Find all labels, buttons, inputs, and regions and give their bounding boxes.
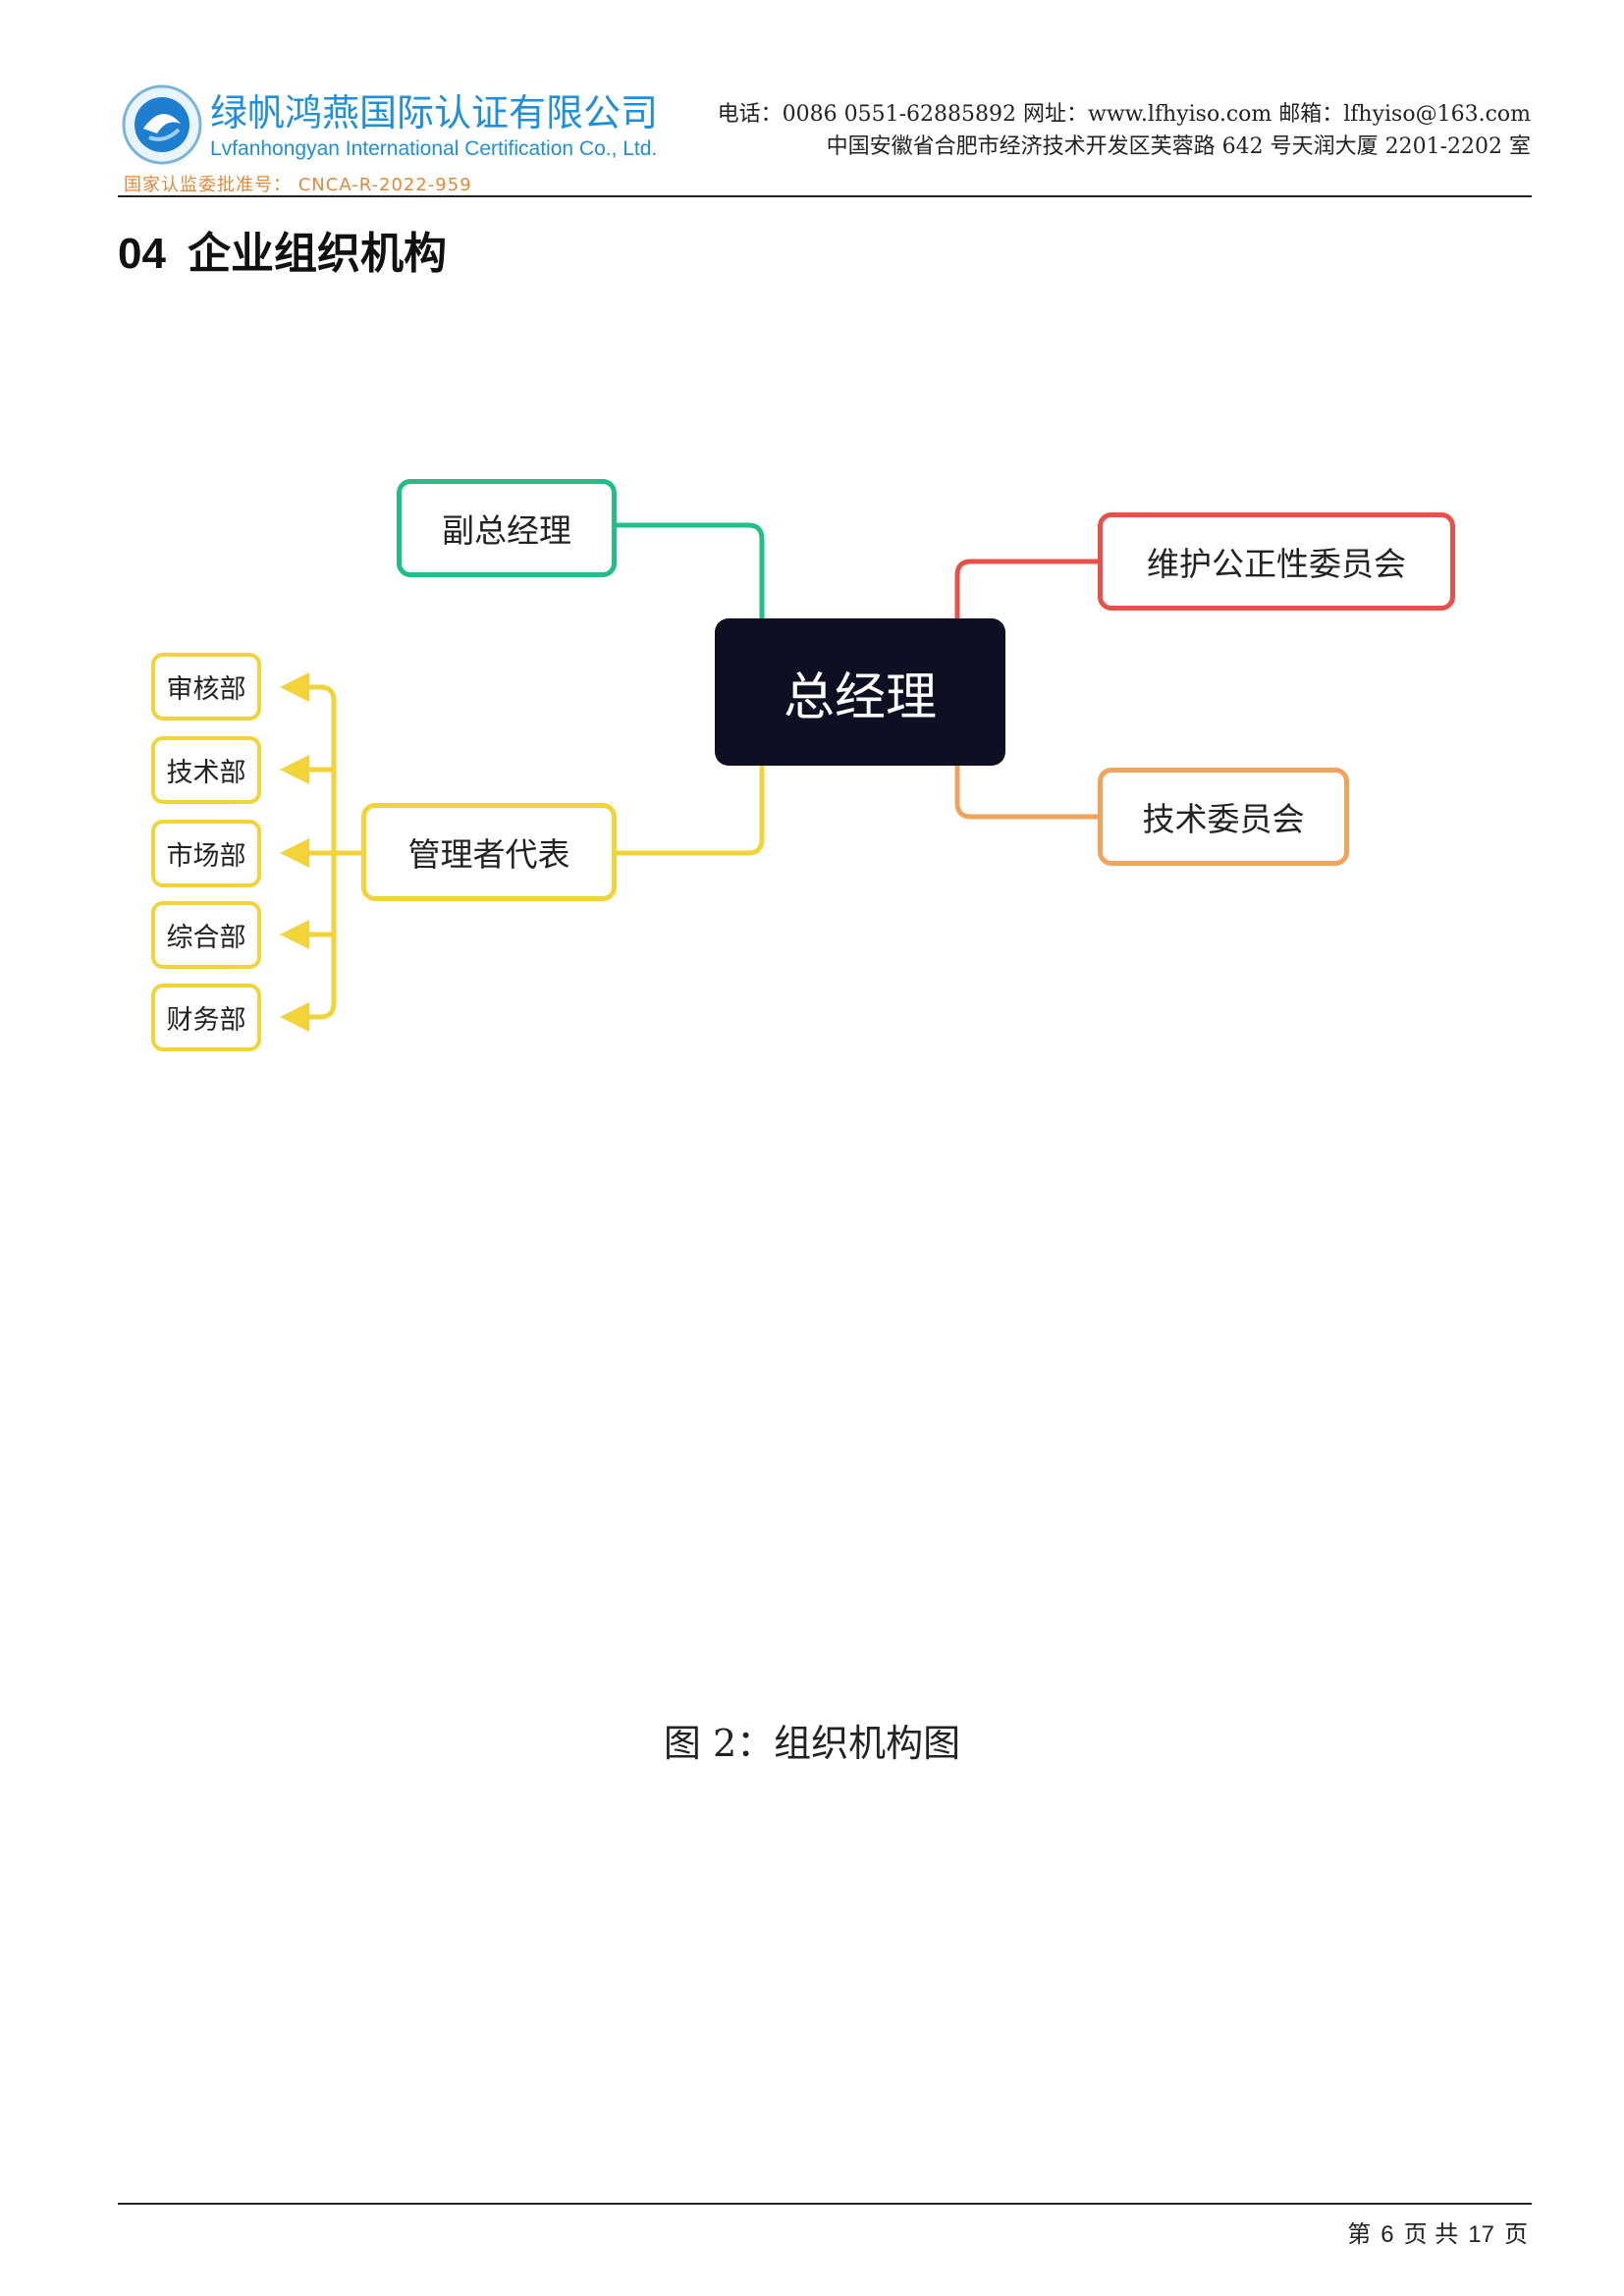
node-technical-committee: 技术委员会 [1098,768,1349,866]
connector-technical [954,766,1098,820]
section-title-text: 企业组织机构 [187,229,447,279]
node-general-manager: 总经理 [715,618,1005,766]
logo-approval-number: 国家认监委批准号： CNCA-R-2022-959 [124,175,472,195]
node-dept-marketing: 市场部 [151,820,261,887]
connector-impartiality [954,559,1098,618]
header-divider [118,195,1532,197]
node-impartiality-committee: 维护公正性委员会 [1098,512,1455,611]
node-dept-general-affairs: 综合部 [151,901,261,969]
connector-management [617,766,765,856]
node-dept-finance: 财务部 [151,984,261,1051]
header-address: 中国安徽省合肥市经济技术开发区芙蓉路 642 号天润大厦 2201-2202 室 [826,134,1531,159]
logo-chinese-name: 绿帆鸿燕国际认证有限公司 [210,91,659,134]
page-prefix: 第 [1347,2220,1372,2248]
logo-english-name: Lvfanhongyan International Certification… [210,137,658,160]
footer-divider [118,2203,1532,2205]
node-deputy-general-manager: 副总经理 [397,479,617,577]
current-page: 6 [1380,2221,1394,2248]
node-management-representative: 管理者代表 [361,803,617,901]
page-suffix: 页 [1504,2220,1528,2248]
section-heading: 04 企业组织机构 [118,218,447,281]
connector-deputy [617,522,765,618]
section-number: 04 [118,230,166,278]
figure-caption: 图 2：组织机构图 [663,1722,961,1765]
globe-logo-icon [122,84,202,165]
page-mid: 页 共 [1403,2220,1459,2248]
company-logo: 绿帆鸿燕国际认证有限公司 Lvfanhongyan International … [120,80,658,196]
header-contact: 电话：0086 0551-62885892 网址：www.lfhyiso.com… [717,102,1531,127]
node-dept-audit: 审核部 [151,653,261,721]
node-dept-technical: 技术部 [151,736,261,804]
total-pages: 17 [1468,2221,1494,2248]
connector-dept-bracket [319,684,337,1020]
